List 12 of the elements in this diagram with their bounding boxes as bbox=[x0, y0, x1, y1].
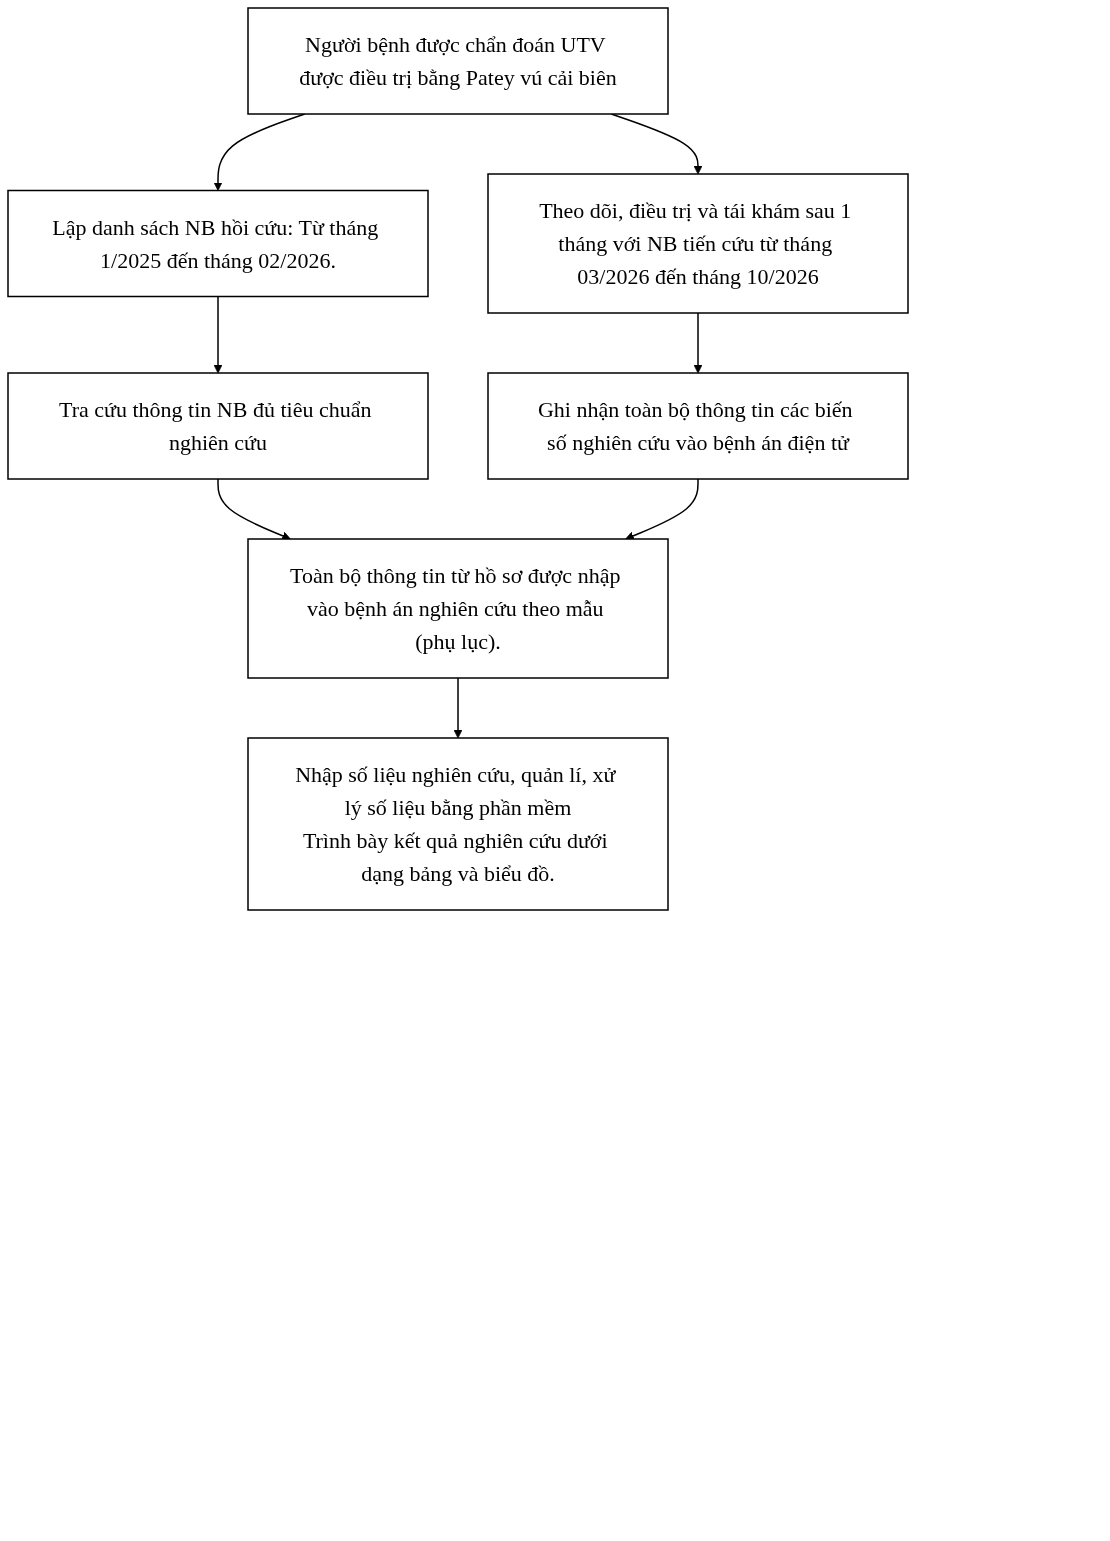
arrow bbox=[693, 312, 703, 374]
arrow bbox=[213, 295, 223, 374]
node-box: Tra cứu thông tin NB đủ tiêu chuẩn nghiên cứu bbox=[7, 372, 429, 480]
arrow bbox=[625, 478, 699, 541]
node-box: Ghi nhận toàn bộ thông tin các biến số nghiên cứu vào bệnh án điện tử bbox=[487, 372, 909, 480]
node-box: Toàn bộ thông tin từ hồ sơ được nhập vào bệnh án nghiên cứu theo mẫu (phụ lục). bbox=[247, 538, 669, 679]
node-box: Theo dõi, điều trị và tái khám sau 1 tháng với NB tiến cứu từ tháng 03/2026 đến tháng 10/2026 bbox=[487, 173, 909, 314]
arrow bbox=[217, 478, 291, 541]
arrow bbox=[453, 677, 463, 739]
node-box: Lập danh sách NB hồi cứu: Từ tháng 1/2025 đến tháng 02/2026. bbox=[7, 189, 429, 298]
node-box: Nhập số liệu nghiên cứu, quản lí, xử lý số liệu bằng phần mềm Trình bày kết quả nghiên cứu dưới dạng bảng và biểu đồ. bbox=[247, 737, 669, 911]
node-box: Người bệnh được chẩn đoán UTV được điều trị bằng Patey vú cải biên bbox=[247, 7, 669, 115]
